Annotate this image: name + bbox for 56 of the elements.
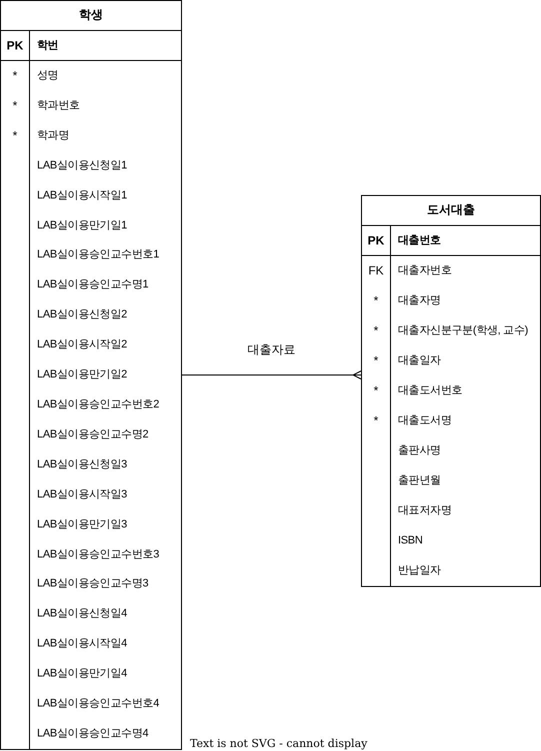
key-label: *: [374, 294, 378, 308]
field-name: LAB실이용신청일4: [37, 606, 127, 622]
field-name: ISBN: [398, 534, 422, 548]
field-name: 성명: [37, 68, 58, 84]
field-name: LAB실이용신청일3: [37, 457, 127, 472]
key-label: *: [12, 98, 18, 114]
field-name: LAB실이용시작일1: [37, 188, 127, 204]
field-name: 반납일자: [398, 564, 441, 578]
field-name: LAB실이용승인교수명3: [37, 576, 148, 592]
key-label: *: [12, 68, 18, 84]
edge-label: 대출자료: [246, 342, 298, 358]
field-name: LAB실이용신청일2: [37, 308, 127, 323]
field-name: LAB실이용만기일1: [37, 218, 127, 234]
field-name: 대출일자: [398, 354, 441, 368]
primary-key-row: [362, 225, 540, 256]
field-name: 학과번호: [37, 98, 80, 114]
field-name: 대출도서명: [398, 414, 452, 428]
field-name: 대출도서번호: [398, 384, 462, 398]
key-label: *: [374, 414, 378, 428]
key-label: *: [12, 128, 18, 144]
field-name: 대출자신분구분(학생, 교수): [398, 324, 528, 338]
field-name: 학과명: [37, 128, 70, 144]
field-name: LAB실이용승인교수명1: [37, 278, 148, 293]
key-label: *: [374, 324, 378, 338]
key-label: PK: [6, 38, 24, 53]
field-name: LAB실이용승인교수번호3: [37, 547, 160, 562]
field-name: 대출자명: [398, 294, 441, 308]
field-name: 대출자번호: [398, 264, 452, 278]
key-label: FK: [368, 264, 384, 278]
field-name: LAB실이용시작일3: [37, 487, 127, 502]
key-label: *: [374, 354, 378, 368]
field-name: LAB실이용만기일3: [37, 517, 127, 532]
note-text: Text is not SVG - cannot display: [190, 737, 368, 750]
field-name: LAB실이용승인교수명2: [37, 427, 148, 442]
table-title: 학생: [79, 8, 103, 22]
primary-key-row: [1, 30, 181, 61]
field-name: 출판사명: [398, 444, 441, 458]
field-name: 대출번호: [398, 233, 441, 248]
entity-table: [361, 195, 541, 587]
key-label: *: [374, 384, 378, 398]
field-name: LAB실이용승인교수명4: [37, 726, 148, 742]
field-name: 학번: [37, 38, 58, 53]
field-name: LAB실이용시작일2: [37, 338, 127, 353]
field-name: 출판년월: [398, 474, 441, 488]
field-name: LAB실이용승인교수번호1: [37, 248, 160, 263]
field-name: LAB실이용승인교수번호4: [37, 696, 160, 712]
field-name: LAB실이용만기일2: [37, 368, 127, 383]
field-name: LAB실이용만기일4: [37, 666, 127, 682]
entity-table: [0, 0, 182, 750]
field-name: LAB실이용승인교수번호2: [37, 397, 160, 412]
table-title: 도서대출: [427, 202, 475, 218]
key-label: PK: [368, 233, 384, 248]
field-name: LAB실이용신청일1: [37, 158, 127, 174]
relationship-line: [182, 370, 362, 380]
field-name: LAB실이용시작일4: [37, 636, 127, 652]
field-name: 대표저자명: [398, 504, 452, 518]
